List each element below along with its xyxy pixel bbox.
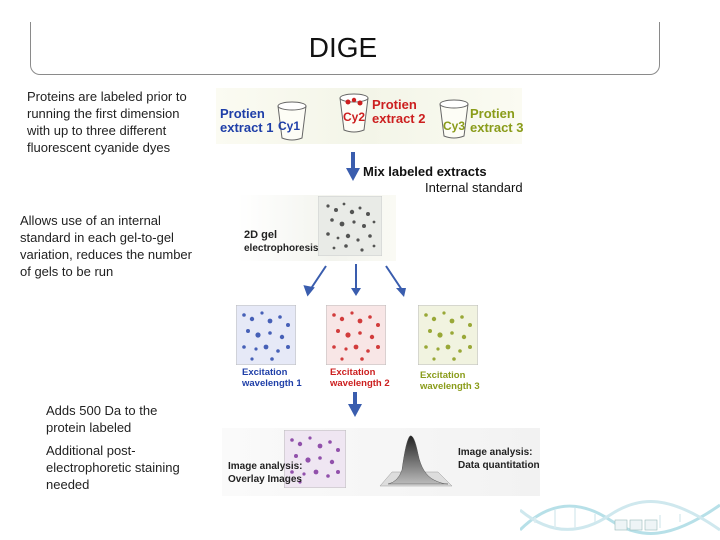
mix-label: Mix labeled extracts bbox=[363, 164, 487, 179]
note-staining: Additional post-electrophoretic staining… bbox=[46, 443, 180, 492]
dye-cy2-label: Cy2 bbox=[343, 110, 366, 124]
note-labeling: Proteins are labeled prior to running th… bbox=[27, 89, 187, 155]
arrow-down-2-icon bbox=[348, 392, 362, 417]
gel-label: 2D gel electrophoresis bbox=[244, 229, 319, 254]
analysis-overlay-label: Image analysis: Overlay Images bbox=[228, 461, 303, 485]
analysis-quantitation-label: Image analysis: Data quantitation bbox=[458, 447, 540, 471]
gel-blue-image bbox=[236, 305, 296, 365]
extracts-panel bbox=[216, 88, 522, 144]
extract-2-tube-icon bbox=[339, 93, 369, 133]
dye-cy3-label: Cy3 bbox=[443, 119, 466, 133]
quantitation-3d-plot bbox=[379, 435, 453, 487]
extract-1-label: Protien extract 1 bbox=[220, 106, 274, 135]
arrow-down-icon bbox=[346, 152, 360, 181]
dye-cy1-label: Cy1 bbox=[278, 119, 301, 133]
gel-green-image bbox=[418, 305, 478, 365]
dna-helix-decoration bbox=[520, 500, 720, 535]
internal-standard-label: Internal standard bbox=[425, 180, 523, 195]
note-mass-shift: Adds 500 Da to the protein labeled bbox=[46, 403, 158, 435]
extract-2-label: Protien extract 2 bbox=[372, 97, 426, 126]
excitation-1-label: Excitation wavelength 1 bbox=[242, 367, 302, 389]
extract-1-tube-icon bbox=[277, 101, 307, 141]
excitation-2-label: Excitation wavelength 2 bbox=[330, 367, 390, 389]
gel-image bbox=[318, 196, 382, 256]
note-internal-standard: Allows use of an internal standard in ea… bbox=[20, 213, 192, 279]
slide-title: DIGE bbox=[308, 32, 378, 63]
excitation-3-label: Excitation wavelength 3 bbox=[420, 370, 480, 392]
extract-3-label: Protien extract 3 bbox=[470, 106, 524, 135]
gel-red-image bbox=[326, 305, 386, 365]
overlay-gel-image bbox=[284, 430, 346, 488]
split-arrows-icon bbox=[303, 264, 406, 297]
title-frame bbox=[30, 22, 660, 75]
extract-3-tube-icon bbox=[439, 99, 469, 139]
